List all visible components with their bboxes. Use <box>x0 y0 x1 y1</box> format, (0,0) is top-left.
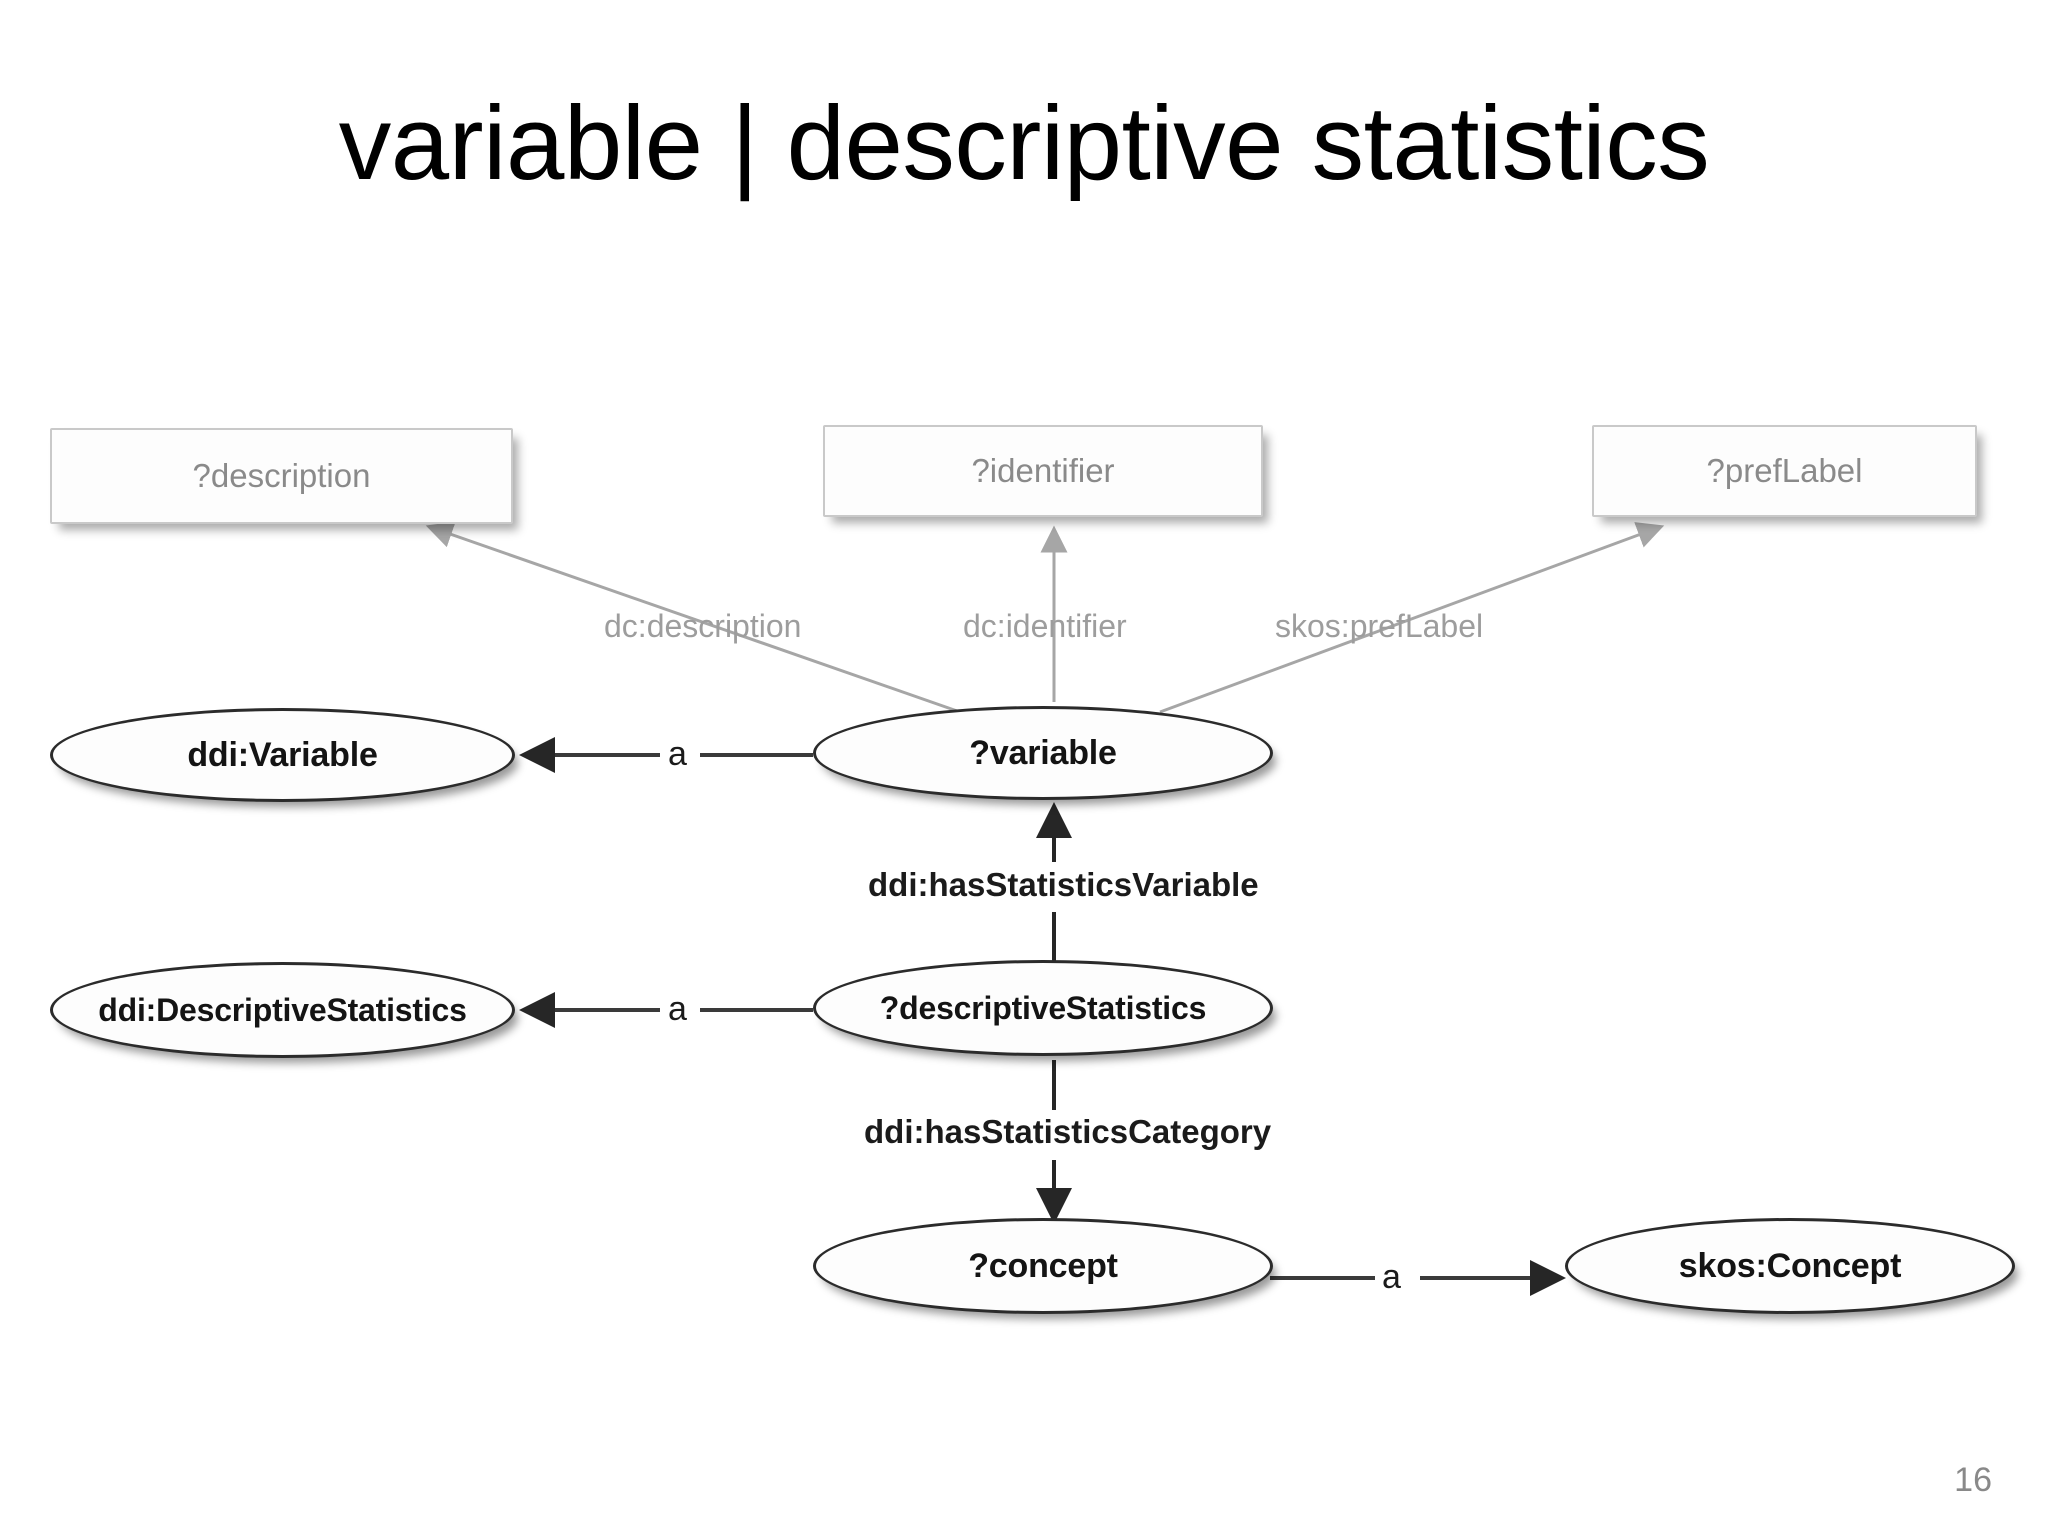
edge-label-a-variable: a <box>668 735 687 773</box>
page-number: 16 <box>1954 1461 1992 1499</box>
edge-label-a-concept: a <box>1382 1258 1401 1296</box>
node-concept-label: ?concept <box>968 1246 1118 1285</box>
page-title: variable | descriptive statistics <box>338 85 1710 202</box>
node-variable-label: ?variable <box>969 733 1117 772</box>
edge-label-a-descriptive-statistics: a <box>668 990 687 1028</box>
node-description-label: ?description <box>192 457 371 494</box>
node-skos-concept[interactable]: skos:Concept <box>1565 1218 2015 1314</box>
node-descriptive-statistics[interactable]: ?descriptiveStatistics <box>813 960 1273 1056</box>
edge-label-dc-description: dc:description <box>604 608 802 644</box>
node-variable[interactable]: ?variable <box>813 706 1273 800</box>
node-descriptive-statistics-label: ?descriptiveStatistics <box>879 989 1207 1026</box>
node-ddi-descriptive-statistics[interactable]: ddi:DescriptiveStatistics <box>50 962 515 1058</box>
edge-label-has-statistics-category: ddi:hasStatisticsCategory <box>864 1113 1272 1150</box>
node-identifier-box[interactable]: ?identifier <box>823 425 1263 517</box>
node-preflabel-label: ?prefLabel <box>1706 452 1863 489</box>
edge-label-dc-identifier: dc:identifier <box>963 608 1127 644</box>
node-identifier-label: ?identifier <box>971 452 1115 489</box>
edge-label-has-statistics-variable: ddi:hasStatisticsVariable <box>868 866 1259 903</box>
node-skos-concept-label: skos:Concept <box>1678 1246 1902 1285</box>
node-ddi-descriptive-statistics-label: ddi:DescriptiveStatistics <box>98 991 467 1028</box>
node-preflabel-box[interactable]: ?prefLabel <box>1592 425 1977 517</box>
node-concept[interactable]: ?concept <box>813 1218 1273 1314</box>
edge-label-skos-preflabel: skos:prefLabel <box>1275 608 1484 644</box>
node-ddi-variable-label: ddi:Variable <box>187 735 378 774</box>
node-description-box[interactable]: ?description <box>50 428 513 524</box>
node-ddi-variable[interactable]: ddi:Variable <box>50 708 515 802</box>
